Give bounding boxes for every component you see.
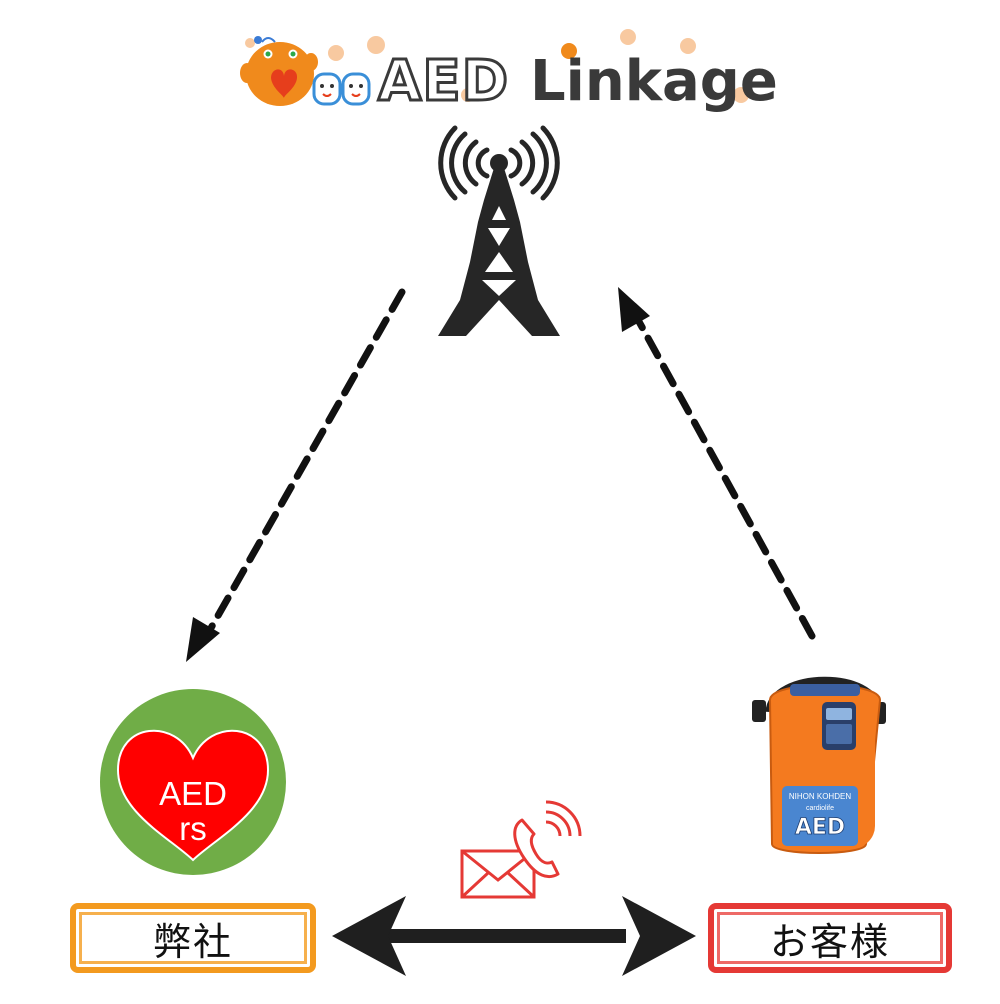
aed-device-icon: NIHON KOHDEN cardiolife AED: [752, 676, 886, 854]
arrow-tower-to-company: [186, 288, 406, 662]
device-model: cardiolife: [806, 805, 834, 812]
device-brand: NIHON KOHDEN: [789, 792, 851, 801]
company-icon: AED rs: [100, 689, 286, 875]
logo-text-linkage: Linkage: [530, 49, 778, 114]
arrow-device-to-tower: [618, 287, 816, 640]
mascot-icon: [240, 36, 318, 106]
logo-text-aed: AED: [378, 49, 509, 114]
baby-mascots-icon: [312, 72, 371, 106]
mail-phone-icon: [460, 800, 582, 899]
label-company: 弊社: [70, 903, 316, 973]
heart-icon: [116, 729, 270, 862]
radio-tower-icon: [438, 125, 560, 336]
label-customer: お客様: [708, 903, 952, 973]
device-label: AED: [795, 815, 845, 840]
logo: AED Linkage: [240, 29, 778, 116]
logo-dots: [245, 29, 749, 103]
company-icon-line2: rs: [179, 810, 207, 847]
double-arrow: [332, 896, 696, 976]
company-icon-line1: AED: [159, 775, 227, 812]
